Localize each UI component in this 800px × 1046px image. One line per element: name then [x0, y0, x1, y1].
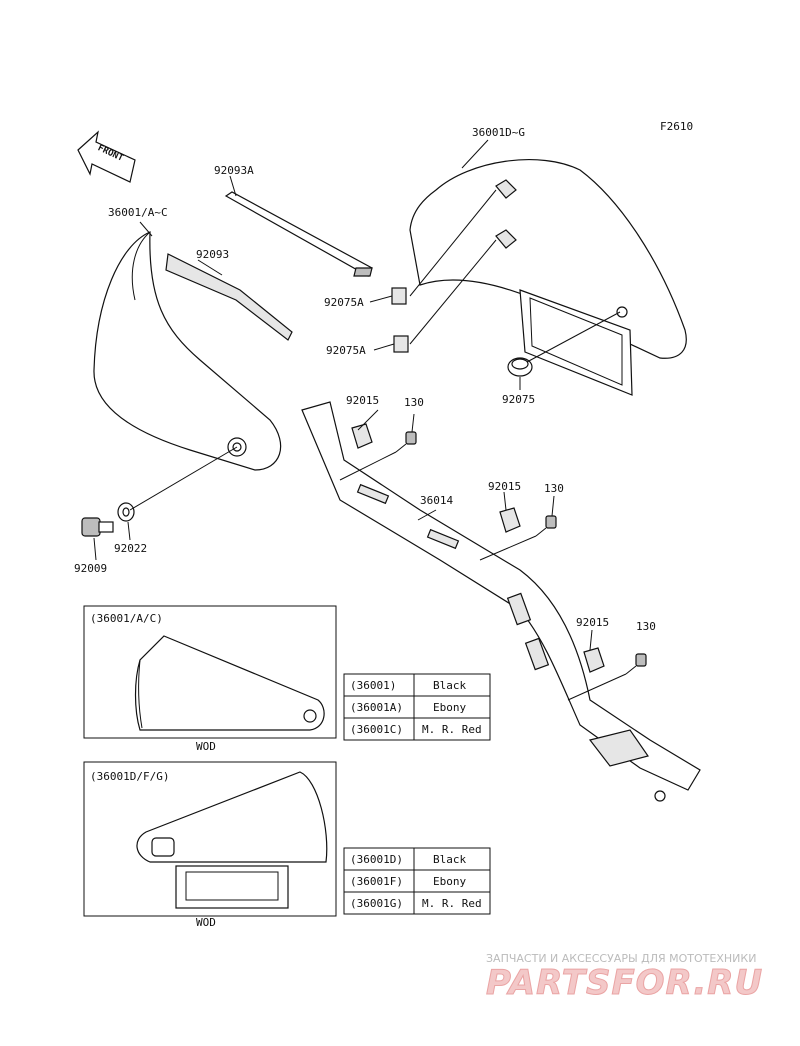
figure-code: F2610: [660, 120, 693, 133]
label-92015-1: 92015: [346, 394, 379, 407]
washer-92022: [117, 502, 135, 522]
label-92022: 92022: [114, 542, 147, 555]
label-36001dg: 36001D~G: [472, 126, 525, 139]
table-1-code-1: (36001): [350, 679, 396, 692]
table-2-color-1: Black: [433, 853, 466, 866]
table-1-code-2: (36001A): [350, 701, 403, 714]
grommet-92075: [507, 357, 533, 377]
label-92093: 92093: [196, 248, 229, 261]
watermark-tagline: ЗАПЧАСТИ И АКСЕССУАРЫ ДЛЯ МОТОТЕХНИКИ: [486, 952, 756, 965]
table-2-color-3: M. R. Red: [422, 897, 482, 910]
inset-2-title: (36001D/F/G): [90, 770, 169, 783]
side-cover-left: [93, 231, 282, 471]
leader-lines: [93, 139, 627, 701]
bolt-130-3: [625, 653, 647, 675]
inset-1-caption: WOD: [196, 740, 216, 753]
color-table-1: (36001) Black (36001A) Ebony (36001C) M.…: [343, 673, 491, 741]
label-92075: 92075: [502, 393, 535, 406]
bolt-130-2: [535, 515, 557, 537]
watermark-logo: PARTSFOR.RU: [486, 963, 763, 1003]
label-36014: 36014: [420, 494, 453, 507]
bolt-92009: [81, 517, 114, 537]
label-92015-3: 92015: [576, 616, 609, 629]
table-2-code-3: (36001G): [350, 897, 403, 910]
label-92075a-1: 92075A: [324, 296, 364, 309]
label-130-3: 130: [636, 620, 656, 633]
table-1-color-2: Ebony: [433, 701, 466, 714]
clip-nut-92015-1: [351, 423, 373, 449]
clip-nut-92015-3: [583, 647, 605, 673]
color-table-2: (36001D) Black (36001F) Ebony (36001G) M…: [343, 847, 491, 915]
table-1-color-1: Black: [433, 679, 466, 692]
side-cover-right: [409, 159, 687, 396]
label-92015-2: 92015: [488, 480, 521, 493]
inset-1-title: (36001/A/C): [90, 612, 163, 625]
table-2-code-2: (36001F): [350, 875, 403, 888]
label-92009: 92009: [74, 562, 107, 575]
clip-92075a-1: [391, 287, 407, 305]
trim-strip-92093: [165, 253, 293, 341]
trim-strip-92093a: [224, 191, 373, 277]
label-92075a-2: 92075A: [326, 344, 366, 357]
front-arrow-icon: FRONT: [77, 130, 136, 183]
label-92093a: 92093A: [214, 164, 254, 177]
table-1-code-3: (36001C): [350, 723, 403, 736]
bracket-36014: [301, 401, 701, 802]
inset-2-caption: WOD: [196, 916, 216, 929]
inset-box-1: (36001/A/C) WOD: [83, 605, 337, 753]
clip-nut-92015-2: [499, 507, 521, 533]
clip-92075a-2: [393, 335, 409, 353]
label-130-1: 130: [404, 396, 424, 409]
inset-box-2: (36001D/F/G) WOD: [83, 761, 337, 929]
table-1-color-3: M. R. Red: [422, 723, 482, 736]
table-2-code-1: (36001D): [350, 853, 403, 866]
label-36001ac: 36001/A~C: [108, 206, 168, 219]
table-2-color-2: Ebony: [433, 875, 466, 888]
bolt-130-1: [395, 431, 417, 453]
label-130-2: 130: [544, 482, 564, 495]
